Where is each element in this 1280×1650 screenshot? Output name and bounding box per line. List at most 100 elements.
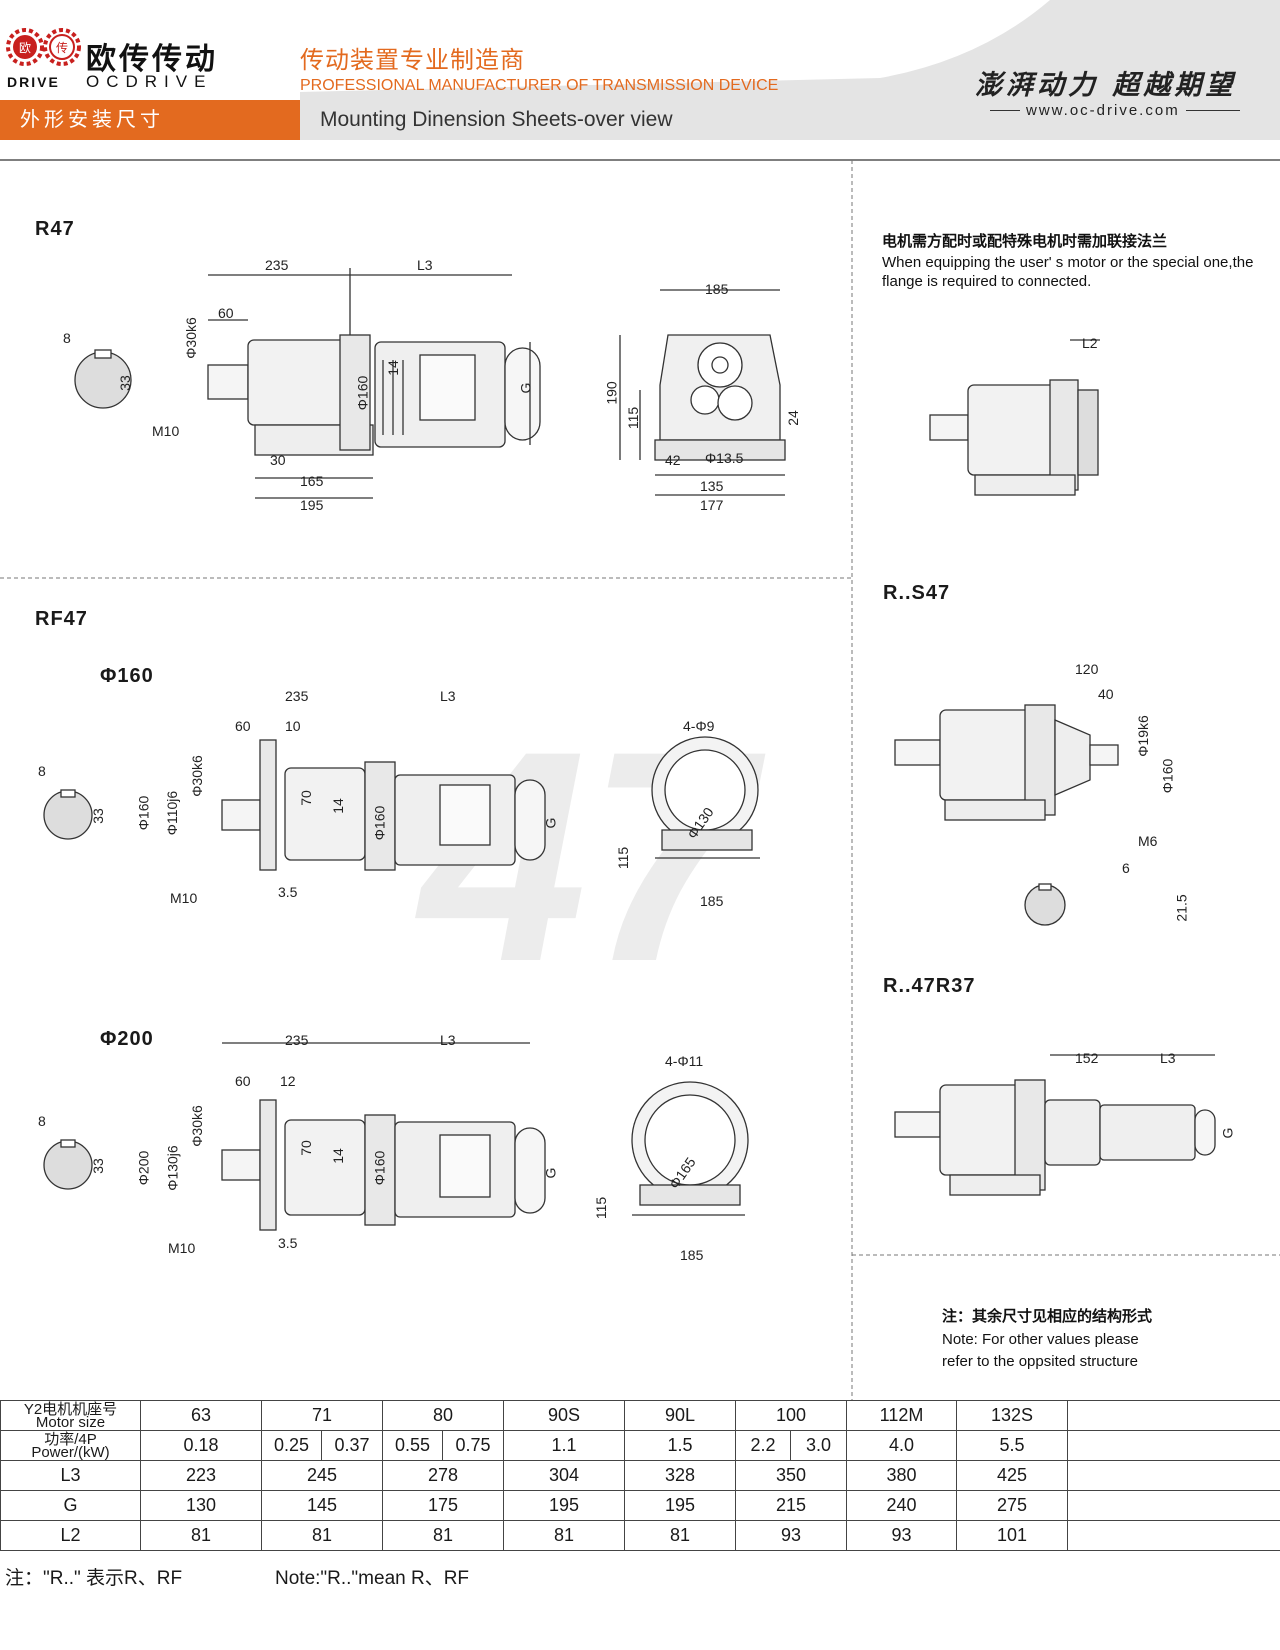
rs47-dim-40: 40 [1098, 686, 1114, 702]
brand-name-cn: 欧传传动 [86, 43, 218, 76]
r47-dim-m10: M10 [152, 423, 180, 439]
r47-dim-195: 195 [300, 497, 324, 513]
rs47-dim-phi160: Φ160 [1159, 758, 1176, 794]
section-title-en: Mounting Dinension Sheets-over view [320, 108, 673, 131]
r47-end-115: 115 [625, 406, 642, 430]
r47-dim-l3: L3 [417, 257, 433, 273]
svg-text:欧: 欧 [19, 41, 31, 55]
rs47-dim-120: 120 [1075, 661, 1099, 677]
slogan: 澎湃动力 超越期望 [975, 70, 1237, 101]
cell-l3: 380 [846, 1460, 958, 1491]
r47-end-185: 185 [705, 281, 729, 297]
cell-g: 195 [624, 1490, 736, 1521]
r47-end-190: 190 [603, 381, 620, 405]
rf200-dim-shaft: Φ30k6 [188, 1105, 205, 1147]
brand-name-en: OCDRIVE [86, 72, 213, 91]
r47-dim-165: 165 [300, 473, 324, 489]
cell-g: 240 [846, 1490, 958, 1521]
cell-l3: 245 [261, 1460, 383, 1491]
page-header: 欧 传 DRIVE 欧传传动 OCDRIVE 传动装置专业制造商 PROFESS… [0, 0, 1280, 145]
cell-l3: 278 [382, 1460, 504, 1491]
cell-empty [1067, 1400, 1280, 1431]
section-tab: 外形安装尺寸 [0, 100, 300, 140]
rf200-dim-115: 115 [593, 1196, 610, 1220]
cell-g: 130 [140, 1490, 262, 1521]
table-row-l3: L3 223 245 278 304 328 350 380 425 [0, 1460, 1280, 1491]
r47-end-hole: Φ13.5 [705, 450, 744, 466]
rf200-key-8: 8 [38, 1113, 46, 1129]
rf160-dim-235: 235 [285, 688, 309, 704]
rf160-key-33: 33 [89, 808, 106, 824]
logo-subtext: DRIVE [7, 74, 60, 90]
r47r37-title: R..47R37 [883, 975, 976, 997]
rf160-key-8: 8 [38, 763, 46, 779]
r47r37-dim-l3: L3 [1160, 1050, 1176, 1066]
r47-key-8: 8 [63, 330, 71, 346]
r47-dim-30: 30 [270, 452, 286, 468]
footer-note-cn: 注："R.." 表示R、RF [5, 1568, 183, 1589]
rf200-holes: 4-Φ11 [665, 1053, 704, 1069]
cell-power: 3.0 [789, 1430, 848, 1461]
row-header-l2: L2 [0, 1520, 141, 1551]
r47-title: R47 [35, 218, 75, 240]
r47r37-dim-152: 152 [1075, 1050, 1099, 1066]
cell-empty [1067, 1460, 1280, 1491]
cell-l2: 81 [624, 1520, 736, 1551]
cell-empty [1067, 1430, 1280, 1461]
table-row-l2: L2 81 81 81 81 81 93 93 101 [0, 1520, 1280, 1551]
rf47-p160-title: Φ160 [100, 665, 154, 687]
cell-power: 0.37 [321, 1430, 383, 1461]
footer-note-en: Note:"R.."mean R、RF [275, 1568, 470, 1589]
cell-power: 5.5 [956, 1430, 1069, 1461]
r47r37-dim-g: G [1219, 1127, 1236, 1139]
rf200-dim-flange: Φ200 [135, 1150, 152, 1186]
rf200-dim-m10: M10 [168, 1240, 196, 1256]
cell-g: 215 [734, 1490, 848, 1521]
header-band [300, 0, 1280, 140]
rf200-dim-3-5: 3.5 [278, 1235, 298, 1251]
r47-key-33: 33 [116, 375, 133, 391]
r47-end-177: 177 [700, 497, 724, 513]
rs47-key-21-5: 21.5 [1173, 894, 1190, 922]
other-note-cn: 注：其余尺寸见相应的结构形式 [942, 1308, 1153, 1325]
table-row-g: G 130 145 175 195 195 215 240 275 [0, 1490, 1280, 1521]
cell-motor-size: 71 [261, 1400, 383, 1431]
r47-dim-g: G [517, 382, 534, 394]
flange-note-cn: 电机需方配时或配特殊电机时需加联接法兰 [882, 233, 1168, 250]
cell-g: 275 [956, 1490, 1069, 1521]
cell-g: 195 [503, 1490, 625, 1521]
rf160-dim-3-5: 3.5 [278, 884, 298, 900]
rs47-title: R..S47 [883, 582, 951, 604]
rf200-dim-l3: L3 [440, 1032, 456, 1048]
rf160-dim-10: 10 [285, 718, 301, 734]
tagline-en: PROFESSIONAL MANUFACTURER OF TRANSMISSIO… [300, 77, 779, 94]
cell-motor-size: 90S [503, 1400, 625, 1431]
cell-l3: 328 [624, 1460, 736, 1491]
rs47-dim-m6: M6 [1138, 833, 1158, 849]
cell-power: 2.2 [735, 1430, 791, 1461]
cell-l2: 93 [846, 1520, 958, 1551]
r47-dim-14: 14 [384, 360, 401, 376]
cell-power: 0.25 [261, 1430, 322, 1461]
r47r37-drawing [894, 1054, 1216, 1196]
r47-dim-60: 60 [218, 305, 234, 321]
rf160-dim-flange: Φ160 [135, 795, 152, 831]
rf160-dim-l3: L3 [440, 688, 456, 704]
rf160-dim-115: 115 [615, 846, 632, 870]
cell-motor-size: 80 [382, 1400, 504, 1431]
rf47-p160-drawing [43, 736, 760, 871]
flange-drawing [929, 339, 1100, 496]
cell-l3: 350 [734, 1460, 848, 1491]
tagline-cn: 传动装置专业制造商 [300, 47, 525, 74]
r47-end-24: 24 [784, 410, 801, 426]
rf200-dim-g: G [542, 1167, 559, 1179]
r47-dim-phi160: Φ160 [354, 375, 371, 411]
website-link[interactable]: www.oc-drive.com [1020, 102, 1186, 119]
cell-g: 145 [261, 1490, 383, 1521]
r47-end-135: 135 [700, 478, 724, 494]
rf200-dim-14: 14 [329, 1148, 346, 1164]
rf200-dim-12: 12 [280, 1073, 296, 1089]
rf160-dim-14: 14 [329, 798, 346, 814]
